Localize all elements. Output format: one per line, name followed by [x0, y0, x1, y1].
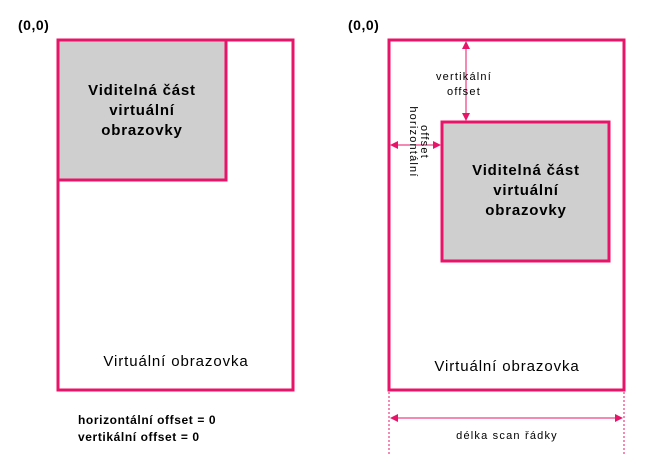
- right-viewport-line-1: Viditelná část: [472, 162, 580, 179]
- left-visible-viewport: [56, 38, 228, 182]
- left-diagram: (0,0) Viditelná část virtuální obrazovky…: [18, 17, 295, 444]
- left-virtual-screen-label: Virtuální obrazovka: [103, 353, 248, 370]
- right-viewport-line-2: virtuální: [493, 182, 559, 199]
- right-virtual-screen-label: Virtuální obrazovka: [434, 358, 579, 375]
- left-horizontal-offset-note: horizontální offset = 0: [78, 413, 216, 427]
- left-viewport-line-1: Viditelná část: [88, 82, 196, 99]
- left-vertical-offset-note: vertikální offset = 0: [78, 430, 200, 444]
- vertical-offset-line-1: vertikální: [436, 71, 492, 83]
- left-viewport-line-3: obrazovky: [101, 122, 182, 139]
- scan-line-length-label: délka scan řádky: [456, 430, 558, 442]
- right-diagram: (0,0) Viditelná část virtuální obrazovky…: [348, 17, 626, 455]
- vertical-offset-line-2: offset: [447, 86, 481, 98]
- left-origin-label: (0,0): [18, 17, 49, 33]
- left-viewport-line-2: virtuální: [109, 102, 175, 119]
- right-visible-viewport: [440, 120, 611, 263]
- right-viewport-line-3: obrazovky: [485, 202, 566, 219]
- horizontal-offset-line-2: offset: [418, 125, 430, 159]
- horizontal-offset-line-1: horizontální: [407, 106, 419, 177]
- right-origin-label: (0,0): [348, 17, 379, 33]
